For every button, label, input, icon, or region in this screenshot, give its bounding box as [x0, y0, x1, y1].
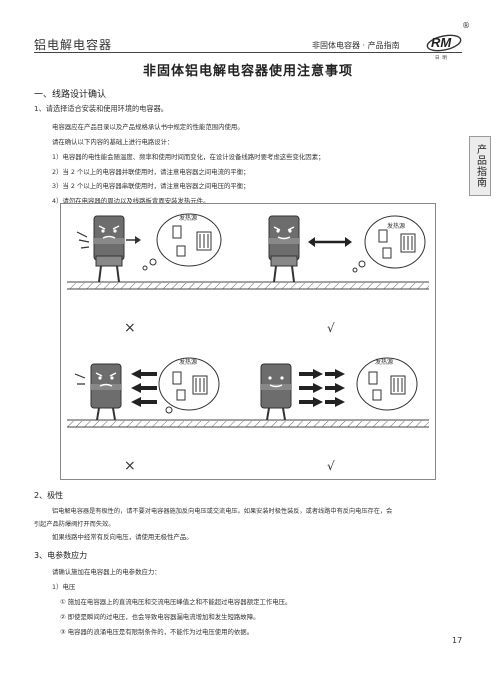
heat-source-cloud-icon — [158, 357, 220, 414]
page-number: 17 — [452, 636, 463, 645]
logo-text: RM — [431, 35, 452, 50]
capacitor-calm-icon — [260, 363, 292, 421]
right-arrows-icon — [299, 369, 345, 407]
section2-line: 铝电解电容器是有极性的，请不要对电容器施加反向电压或交流电压。如果安装时极性装反… — [52, 508, 393, 515]
capacitor-calm-icon — [268, 215, 300, 283]
section1-line: 2）当 2 个以上的电容器并联使用时，请注意电容器之间电流的平衡； — [52, 168, 250, 176]
section3-line: ① 施加在电容器上的直流电压和交流电压峰值之和不能超过电容器额定工作电压。 — [60, 598, 292, 606]
right-mark: √ — [327, 321, 335, 335]
illustration-panel: 发热源 发热源 × √ — [60, 203, 436, 480]
wrong-mark: × — [124, 458, 136, 474]
heat-source-label: 发热源 — [179, 214, 197, 222]
section3-heading: 3、电参数应力 — [34, 551, 88, 560]
heat-source-label: 发热源 — [375, 358, 393, 366]
section3-line: ② 即使是瞬间的过电压，也会导致电容器漏电流增加和发生短路故障。 — [60, 613, 260, 621]
brand-logo: RM ® 日 明 — [422, 16, 474, 62]
logo-sub: 日 明 — [435, 55, 447, 61]
section2-line: 如果线路中经常有反向电压，请使用无极性产品。 — [52, 533, 193, 541]
circuit-board-top — [67, 281, 429, 290]
header-left-title: 铝电解电容器 — [34, 38, 113, 52]
section1-line: 1）电容器的电性能会随温度、频率和使用时间而变化，在设计设备线路时要考虑这些变化… — [52, 153, 325, 161]
side-tab-product-guide: 产品指南 — [469, 136, 491, 196]
section1-line: 3）当 2 个以上的电容器串联使用时，请注意电容器之间电压的平衡； — [52, 182, 250, 190]
wrong-mark: × — [124, 320, 136, 336]
illustration-svg: 发热源 发热源 × √ — [67, 213, 429, 474]
circuit-board-bottom — [67, 419, 429, 428]
left-arrows-icon — [131, 369, 157, 407]
section2-heading: 2、极性 — [34, 491, 64, 500]
heat-source-cloud-icon — [352, 215, 426, 273]
section3-line: ③ 电容器的浪涌电压是有限制条件的，不能作为过电压使用的依据。 — [60, 628, 254, 636]
section1-line: 电容器应在产品目录以及产品规格承认书中规定的性能范围内使用。 — [52, 123, 244, 131]
heat-source-label: 发热源 — [179, 358, 197, 366]
section1-item1: 1、请选择适合安装和使用环境的电容器。 — [34, 104, 168, 113]
page-title: 非固体铝电解电容器使用注意事项 — [142, 64, 353, 79]
capacitor-stressed-icon — [74, 363, 122, 421]
heat-source-cloud-icon — [142, 213, 222, 271]
double-arrow-icon — [308, 237, 352, 247]
right-mark: √ — [327, 459, 335, 473]
heat-source-cloud-icon — [356, 357, 418, 411]
section3-line: 请确认施加在电容器上的电参数应力： — [52, 568, 161, 576]
header-right-title: 非固体电容器 · 产品指南 — [312, 41, 400, 50]
section1-line: 请在确认以下内容的基础上进行电路设计： — [52, 138, 174, 146]
header-rule — [34, 52, 462, 53]
section3-line: 1）电压 — [52, 583, 76, 591]
logo-registered: ® — [462, 21, 470, 30]
section2-line: 引起产品防爆阀打开而失效。 — [34, 521, 115, 528]
section1-line: 4）请勿在电容器的周边以及线路板背面安装发热元件。 — [52, 197, 210, 205]
heat-source-label: 发热源 — [387, 222, 405, 230]
section1-heading: 一、线路设计确认 — [34, 90, 107, 100]
capacitor-stressed-icon — [76, 215, 141, 283]
